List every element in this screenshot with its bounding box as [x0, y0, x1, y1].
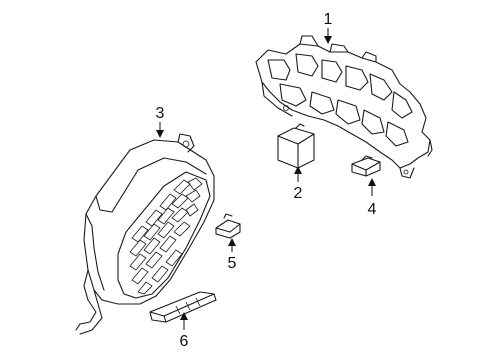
callout-label-1: 1: [324, 11, 333, 28]
callout-5: 5: [228, 238, 237, 272]
mini-fuse-part: [215, 213, 241, 239]
callout-label-2: 2: [294, 185, 303, 202]
relay-part: [277, 123, 315, 169]
fuse-puller-part: [149, 291, 217, 323]
fuse-box-cover: [75, 133, 215, 335]
callout-label-5: 5: [228, 255, 237, 272]
callout-6: 6: [180, 312, 189, 350]
callout-3: 3: [156, 105, 165, 138]
callout-label-4: 4: [368, 201, 377, 218]
callout-label-3: 3: [156, 105, 165, 122]
fuse-part: [351, 155, 381, 177]
fuse-relay-block: [255, 35, 433, 179]
callout-2: 2: [294, 166, 303, 202]
callout-label-6: 6: [180, 333, 189, 350]
callout-4: 4: [368, 178, 377, 218]
callout-1: 1: [324, 11, 333, 44]
